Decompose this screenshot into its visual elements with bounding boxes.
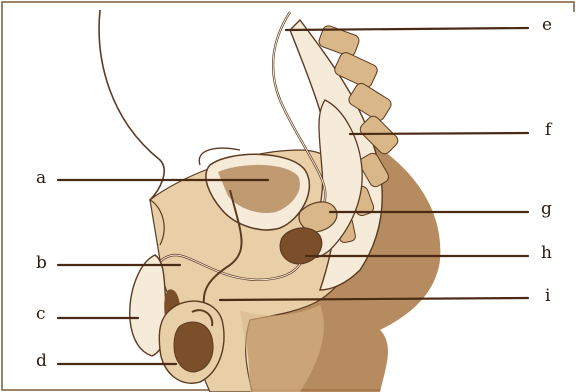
label-h: h (541, 245, 552, 262)
label-d: d (36, 353, 47, 370)
label-b: b (36, 255, 47, 272)
label-g: g (541, 201, 552, 218)
label-a: a (36, 170, 46, 187)
label-e: e (542, 17, 552, 34)
label-i: i (545, 288, 550, 305)
leader-f (350, 133, 528, 134)
label-f: f (545, 122, 551, 139)
testis (174, 322, 213, 372)
label-c: c (36, 306, 46, 323)
